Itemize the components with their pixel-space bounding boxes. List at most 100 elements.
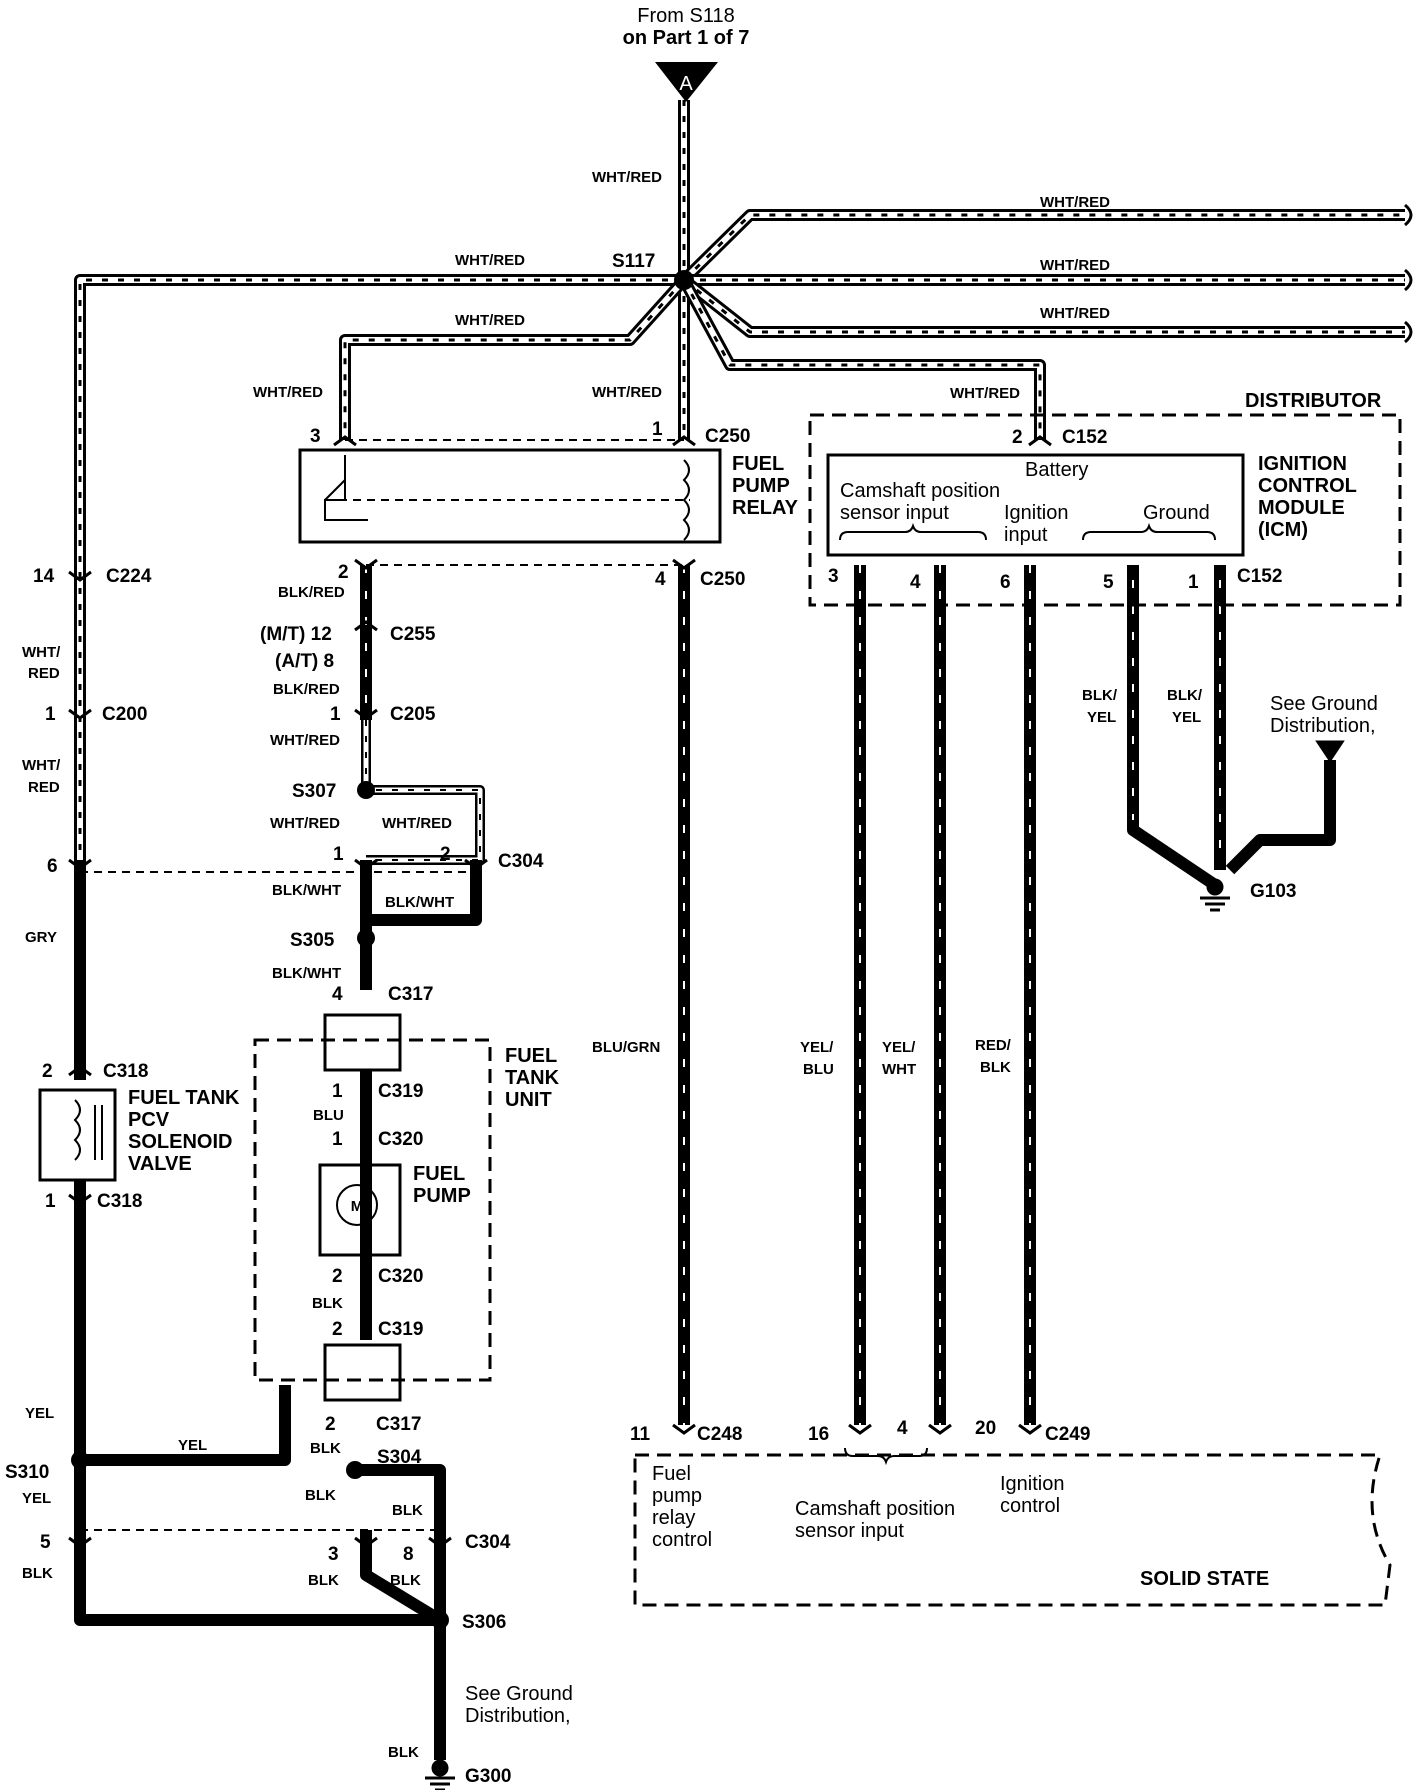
diagram-label: YEL [1172,709,1201,726]
wire-label: WHT/RED [455,252,525,269]
icm-box [826,453,1245,557]
terminal-a-triangle [655,62,718,102]
diagram-label: YEL [22,1490,51,1507]
diagram-label: (ICM) [1258,519,1308,541]
diagram-label: C319 [378,1319,423,1340]
diagram-label: BLK/ [1167,687,1203,704]
c317-bottom-box [323,1343,402,1402]
s305-dot [357,929,375,947]
diagram-label: 1 [330,704,341,725]
icm-brackets [839,522,1216,1466]
s117-dot [674,270,694,290]
diagram-label: BLK/RED [273,681,340,698]
diagram-label: (M/T) 12 [260,624,332,645]
diagram-label: FUEL TANK [128,1087,240,1109]
diagram-label: 2 [338,562,349,583]
diagram-label: 16 [808,1424,829,1445]
dark-wires [74,565,1336,1760]
diagram-label: RED [28,779,60,796]
diagram-label: G103 [1250,881,1296,902]
diagram-label: C152 [1237,566,1282,587]
diagram-label: BLK [980,1059,1011,1076]
diagram-label: C319 [378,1081,423,1102]
wire-label: WHT/RED [1040,305,1110,322]
s310-dot [71,1451,89,1469]
splice-dots [71,270,694,1629]
diagram-label: 6 [47,856,58,877]
diagram-label: BLK [392,1502,423,1519]
diagram-label: C152 [1062,427,1107,448]
diagram-label: RELAY [732,497,799,519]
diagram-label: Fuel [652,1463,691,1485]
diagram-label: 3 [828,566,839,587]
diagram-label: Ground [1143,502,1210,524]
diagram-label: 4 [910,572,921,593]
diagram-label: 20 [975,1418,996,1439]
terminal-a-label: A [679,73,693,95]
diagram-label: Distribution, [465,1705,571,1727]
diagram-label: S307 [292,781,336,802]
diagram-label: C248 [697,1424,742,1445]
ground-arrow-icm [1315,740,1345,763]
from-label-1: From S118 [637,5,734,27]
wht-red-wires [74,100,1405,865]
diagram-label: BLK/WHT [272,882,341,899]
diagram-label: C320 [378,1129,423,1150]
pcv-valve-box [38,1088,117,1182]
diagram-label: C320 [378,1266,423,1287]
diagram-label: C200 [102,704,147,725]
diagram-label: input [1004,524,1048,546]
diagram-label: relay [652,1507,695,1529]
diagram-label: 1 [333,844,344,865]
diagram-label: 4 [332,984,343,1005]
diagram-label: pump [652,1485,702,1507]
diagram-label: 3 [310,426,321,447]
diagram-label: BLK [312,1295,343,1312]
diagram-label: SOLENOID [128,1131,232,1153]
diagram-label: WHT/RED [382,815,452,832]
fuel-tank-unit-boundary [253,1038,492,1382]
diagram-label: BLU [803,1061,834,1078]
diagram-label: PUMP [413,1185,471,1207]
diagram-label: IGNITION [1258,453,1347,475]
s304-dot [346,1461,364,1479]
wire-label: WHT/RED [1040,194,1110,211]
diagram-label: YEL [178,1437,207,1454]
s307-dot [357,781,375,799]
diagram-label: sensor input [840,502,949,524]
labels: From S118 on Part 1 of 7 A WHT/RED WHT/R… [5,5,1382,1787]
wire-label: WHT/RED [1040,257,1110,274]
diagram-label: C304 [498,851,544,872]
diagram-label: 5 [1103,572,1114,593]
diagram-label: RED [28,665,60,682]
diagram-label: WHT/ [22,644,61,661]
diagram-label: Ignition [1000,1473,1065,1495]
diagram-label: C205 [390,704,436,725]
diagram-label: 2 [1012,427,1023,448]
diagram-label: FUEL [732,453,784,475]
s117-label: S117 [612,251,655,272]
diagram-label: VALVE [128,1153,192,1175]
diagram-label: DISTRIBUTOR [1245,390,1382,412]
diagram-label: YEL [25,1405,54,1422]
diagram-label: 1 [332,1081,343,1102]
diagram-label: YEL/ [882,1039,916,1056]
diagram-label: C255 [390,624,436,645]
diagram-label: BLU [313,1107,344,1124]
diagram-label: YEL/ [800,1039,834,1056]
diagram-label: SOLID STATE [1140,1568,1269,1590]
diagram-label: Ignition [1004,502,1069,524]
diagram-label: 2 [325,1414,336,1435]
diagram-label: control [1000,1495,1060,1517]
diagram-label: 2 [332,1319,343,1340]
diagram-label: WHT/RED [270,732,340,749]
diagram-label: 4 [897,1418,908,1439]
diagram-label: Camshaft position [795,1498,955,1520]
diagram-label: 5 [40,1532,51,1553]
diagram-label: BLK [310,1440,341,1457]
connector-marks [68,435,1052,1548]
motor-symbol [336,1184,378,1226]
diagram-label: 4 [655,569,666,590]
diagram-label: 2 [332,1266,343,1287]
diagram-label: C317 [376,1414,421,1435]
